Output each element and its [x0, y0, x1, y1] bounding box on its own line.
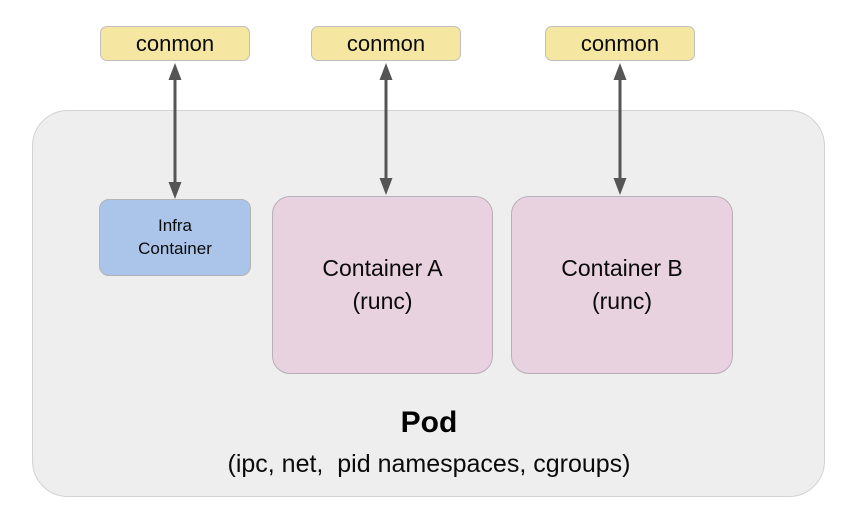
pod-subtitle: (ipc, net, pid namespaces, cgroups)	[227, 450, 631, 478]
arrow-conmon-to-infra	[164, 61, 186, 201]
conmon-label: conmon	[346, 30, 426, 56]
pod-title: Pod	[400, 406, 458, 439]
conmon-label: conmon	[135, 30, 215, 56]
infra-container-label-line2: Container	[138, 238, 212, 258]
conmon-box-infra[interactable]: conmon	[100, 26, 250, 61]
container-b-box[interactable]: Container B (runc)	[511, 196, 733, 374]
arrow-conmon-to-container-b	[609, 61, 631, 197]
conmon-box-container-b[interactable]: conmon	[545, 26, 695, 61]
arrow-conmon-to-container-a	[375, 61, 397, 197]
container-b-name: Container B	[561, 254, 683, 281]
conmon-label: conmon	[580, 30, 660, 56]
infra-container-label-line1: Infra	[157, 215, 193, 235]
conmon-box-container-a[interactable]: conmon	[311, 26, 461, 61]
container-a-runtime: (runc)	[352, 288, 413, 314]
infra-container-box[interactable]: Infra Container	[99, 199, 251, 276]
container-a-name: Container A	[322, 254, 443, 281]
container-b-runtime: (runc)	[591, 288, 653, 314]
container-a-box[interactable]: Container A (runc)	[272, 196, 493, 374]
